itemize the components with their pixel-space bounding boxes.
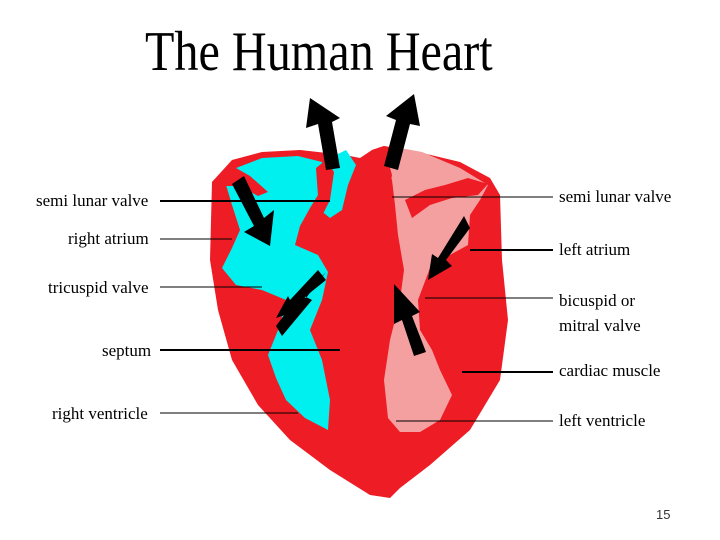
arrow-right-lower-icon — [276, 272, 326, 336]
left-vessel-wall — [405, 178, 488, 218]
label-septum: septum — [102, 341, 152, 360]
arrow-up-right-icon — [384, 94, 420, 170]
label-semi-lunar-valve-left: semi lunar valve — [36, 191, 149, 210]
pulmonary-wall — [312, 160, 334, 220]
label-left-ventricle: left ventricle — [559, 411, 646, 430]
leader-lines-left — [160, 200, 340, 414]
label-tricuspid-valve: tricuspid valve — [48, 278, 149, 297]
right-heart-chamber — [222, 156, 330, 430]
label-bicuspid-line1: bicuspid or — [559, 291, 636, 310]
left-heart-chamber — [384, 148, 488, 432]
arrow-into-right-atrium-icon — [232, 176, 274, 246]
label-semi-lunar-valve-right: semi lunar valve — [559, 187, 672, 206]
arrow-up-left-icon — [306, 98, 340, 170]
page-title: The Human Heart — [145, 21, 493, 83]
label-left-atrium: left atrium — [559, 240, 631, 259]
label-cardiac-muscle: cardiac muscle — [559, 361, 661, 380]
slide-number: 15 — [656, 507, 671, 522]
label-right-ventricle: right ventricle — [52, 404, 148, 423]
arrow-into-left-ventricle-icon — [394, 284, 426, 356]
label-right-atrium: right atrium — [68, 229, 149, 248]
septum-wall — [346, 165, 390, 440]
label-bicuspid-line2: mitral valve — [559, 316, 641, 335]
blood-flow-arrows — [232, 94, 470, 356]
arrow-right-mid-icon — [276, 270, 326, 318]
arrow-into-left-atrium-icon — [428, 216, 470, 280]
leader-lines-right — [392, 196, 553, 422]
